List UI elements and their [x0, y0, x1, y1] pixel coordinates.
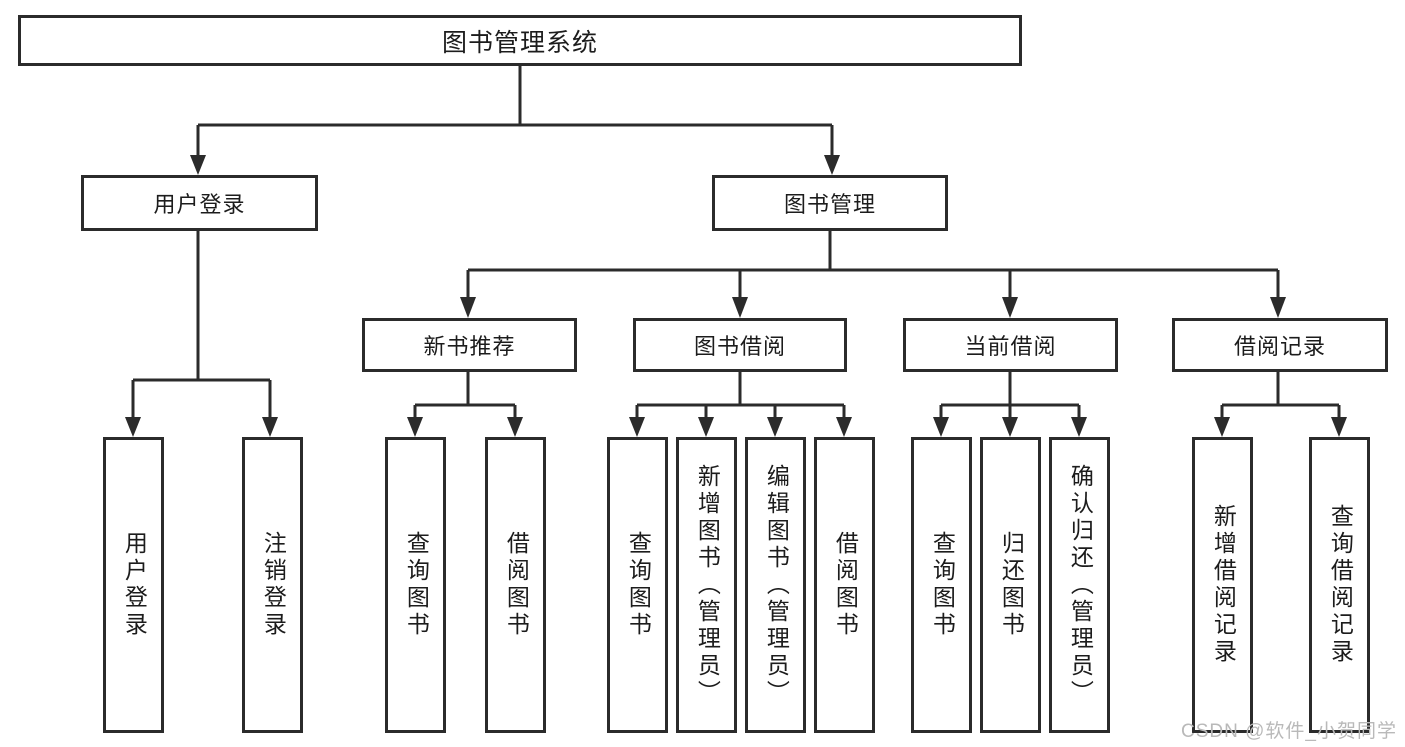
node-book-borrow[interactable]: 图书借阅: [633, 318, 847, 372]
node-label: 新增借阅记录: [1210, 504, 1237, 666]
node-label: 用户登录: [121, 531, 148, 639]
node-label: 查询图书: [403, 531, 430, 639]
node-leaf-logout[interactable]: 注销登录: [242, 437, 303, 733]
node-label: 查询借阅记录: [1327, 504, 1354, 666]
node-label: 新书推荐: [423, 334, 516, 359]
node-user-login[interactable]: 用户登录: [81, 175, 318, 231]
watermark-text: CSDN @软件_小贺同学: [1181, 721, 1397, 742]
node-label: 查询图书: [929, 531, 956, 639]
node-new-book-recommendation[interactable]: 新书推荐: [362, 318, 577, 372]
node-book-management[interactable]: 图书管理: [712, 175, 948, 231]
node-label: 注销登录: [260, 531, 287, 639]
node-label: 查询图书: [625, 531, 652, 639]
node-label: 借阅图书: [503, 531, 530, 639]
node-leaf-edit-book-admin[interactable]: 编辑图书（管理员）: [745, 437, 806, 733]
node-label: 确认归还（管理员）: [1067, 463, 1094, 707]
node-borrow-record[interactable]: 借阅记录: [1172, 318, 1388, 372]
node-label: 图书借阅: [693, 334, 786, 359]
node-leaf-add-book-admin[interactable]: 新增图书（管理员）: [676, 437, 737, 733]
node-label: 图书管理系统: [441, 28, 598, 57]
node-label: 编辑图书（管理员）: [763, 463, 790, 707]
node-leaf-query-borrow-record[interactable]: 查询借阅记录: [1309, 437, 1370, 733]
node-leaf-user-login[interactable]: 用户登录: [103, 437, 164, 733]
node-leaf-query-book-recommend[interactable]: 查询图书: [385, 437, 446, 733]
node-label: 图书管理: [783, 192, 876, 217]
node-leaf-add-borrow-record[interactable]: 新增借阅记录: [1192, 437, 1253, 733]
node-leaf-query-book-current[interactable]: 查询图书: [911, 437, 972, 733]
node-leaf-query-book-borrow[interactable]: 查询图书: [607, 437, 668, 733]
node-leaf-return-book[interactable]: 归还图书: [980, 437, 1041, 733]
node-leaf-confirm-return-admin[interactable]: 确认归还（管理员）: [1049, 437, 1110, 733]
node-current-borrow[interactable]: 当前借阅: [903, 318, 1118, 372]
node-root-book-management-system[interactable]: 图书管理系统: [18, 15, 1022, 66]
node-label: 用户登录: [153, 192, 246, 217]
node-label: 借阅记录: [1233, 334, 1326, 359]
node-label: 借阅图书: [832, 531, 859, 639]
node-leaf-borrow-book[interactable]: 借阅图书: [814, 437, 875, 733]
node-leaf-borrow-book-recommend[interactable]: 借阅图书: [485, 437, 546, 733]
node-label: 归还图书: [998, 531, 1025, 639]
node-label: 当前借阅: [964, 334, 1057, 359]
node-label: 新增图书（管理员）: [694, 463, 721, 707]
